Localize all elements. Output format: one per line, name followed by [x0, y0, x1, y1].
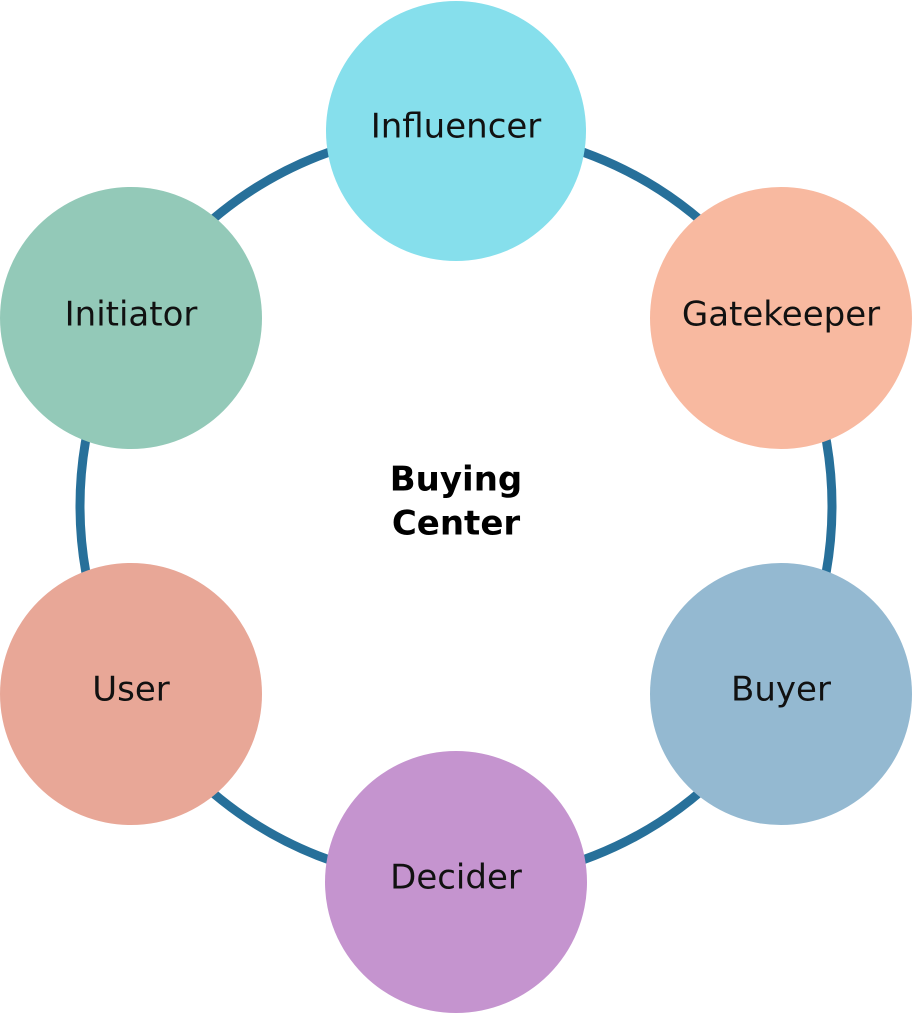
node-initiator: Initiator — [0, 187, 262, 449]
center-title: Buying Center — [390, 460, 522, 544]
center-title-line-2: Center — [392, 504, 521, 544]
node-decider: Decider — [325, 751, 587, 1013]
node-buyer-circle — [650, 563, 912, 825]
node-initiator-circle — [0, 187, 262, 449]
node-influencer-circle — [326, 1, 586, 261]
center-title-line-1: Buying — [390, 460, 522, 500]
node-decider-label: Decider — [390, 858, 522, 898]
node-user-circle — [0, 563, 262, 825]
node-gatekeeper-label: Gatekeeper — [682, 295, 880, 335]
node-initiator-label: Initiator — [65, 295, 198, 335]
node-decider-circle — [325, 751, 587, 1013]
node-user: User — [0, 563, 262, 825]
node-gatekeeper: Gatekeeper — [650, 187, 912, 449]
node-user-label: User — [92, 670, 170, 710]
node-influencer-label: Influencer — [371, 107, 542, 147]
node-buyer: Buyer — [650, 563, 912, 825]
node-buyer-label: Buyer — [731, 670, 831, 710]
node-gatekeeper-circle — [650, 187, 912, 449]
node-influencer: Influencer — [326, 1, 586, 261]
